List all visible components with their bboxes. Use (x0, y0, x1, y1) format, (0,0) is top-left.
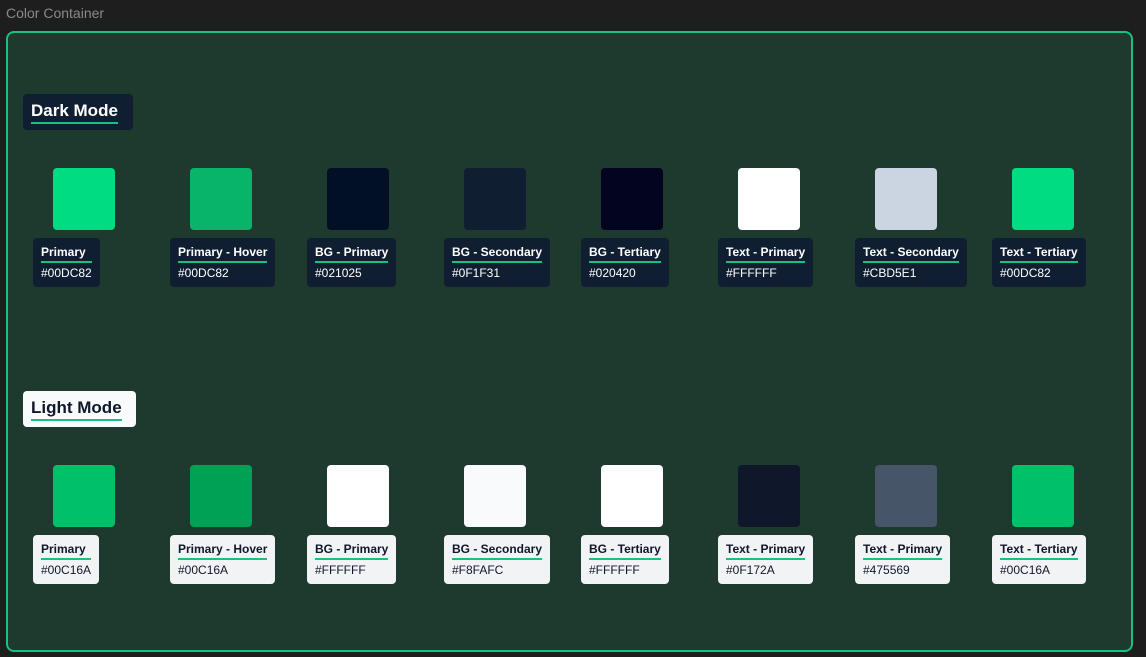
color-item-text-secondary: Text - Primary #475569 (855, 465, 965, 584)
color-swatch[interactable] (738, 465, 800, 527)
color-label-card: Text - Primary #FFFFFF (718, 238, 814, 287)
color-item-bg-tertiary: BG - Tertiary #020420 (581, 168, 691, 287)
color-item-text-tertiary: Text - Tertiary #00DC82 (992, 168, 1102, 287)
color-item-bg-tertiary: BG - Tertiary #FFFFFF (581, 465, 691, 584)
color-name: Text - Primary (726, 245, 806, 263)
color-swatch[interactable] (1012, 168, 1074, 230)
dark-mode-title: Dark Mode (23, 94, 133, 130)
color-swatch[interactable] (327, 465, 389, 527)
color-hex: #FFFFFF (726, 266, 777, 280)
color-hex: #FFFFFF (315, 563, 366, 577)
color-hex: #00C16A (41, 563, 92, 577)
color-name: Text - Tertiary (1000, 245, 1078, 263)
color-item-primary: Primary #00DC82 (33, 168, 143, 287)
color-label-card: BG - Tertiary #FFFFFF (581, 535, 669, 584)
color-swatch[interactable] (738, 168, 800, 230)
color-item-bg-primary: BG - Primary #FFFFFF (307, 465, 417, 584)
color-item-primary-hover: Primary - Hover #00DC82 (170, 168, 280, 287)
color-item-bg-secondary: BG - Secondary #0F1F31 (444, 168, 554, 287)
color-hex: #00DC82 (178, 266, 229, 280)
color-hex: #0F1F31 (452, 266, 501, 280)
color-hex: #00DC82 (1000, 266, 1051, 280)
color-name: BG - Primary (315, 245, 389, 263)
color-name: BG - Tertiary (589, 245, 661, 263)
color-name: BG - Tertiary (589, 542, 661, 560)
color-name: BG - Secondary (452, 245, 543, 263)
color-name: Primary (41, 542, 92, 560)
color-swatch[interactable] (190, 168, 252, 230)
frame-label: Color Container (6, 5, 105, 21)
color-label-card: BG - Tertiary #020420 (581, 238, 669, 287)
color-swatch[interactable] (53, 168, 115, 230)
color-label-card: BG - Primary #FFFFFF (307, 535, 397, 584)
color-item-text-primary: Text - Primary #0F172A (718, 465, 828, 584)
color-label-card: Primary - Hover #00DC82 (170, 238, 276, 287)
color-hex: #00DC82 (41, 266, 92, 280)
color-swatch[interactable] (1012, 465, 1074, 527)
color-label-card: BG - Secondary #F8FAFC (444, 535, 551, 584)
color-hex: #CBD5E1 (863, 266, 917, 280)
color-item-text-secondary: Text - Secondary #CBD5E1 (855, 168, 967, 287)
color-hex: #F8FAFC (452, 563, 504, 577)
color-label-card: Primary #00DC82 (33, 238, 100, 287)
color-label-card: BG - Secondary #0F1F31 (444, 238, 551, 287)
color-item-bg-secondary: BG - Secondary #F8FAFC (444, 465, 554, 584)
color-label-card: BG - Primary #021025 (307, 238, 397, 287)
color-swatch[interactable] (464, 465, 526, 527)
light-mode-title: Light Mode (23, 391, 136, 427)
color-label-card: Text - Primary #475569 (855, 535, 951, 584)
color-hex: #0F172A (726, 563, 775, 577)
color-label-card: Primary #00C16A (33, 535, 100, 584)
color-swatch[interactable] (464, 168, 526, 230)
color-swatch[interactable] (601, 168, 663, 230)
color-hex: #021025 (315, 266, 362, 280)
color-name: BG - Primary (315, 542, 389, 560)
color-swatch[interactable] (190, 465, 252, 527)
color-name: Text - Primary (726, 542, 806, 560)
color-item-text-primary: Text - Primary #FFFFFF (718, 168, 828, 287)
color-name: Text - Primary (863, 542, 943, 560)
color-label-card: Text - Tertiary #00C16A (992, 535, 1086, 584)
color-container: Dark Mode Primary #00DC82 Primary - Hove… (6, 31, 1133, 652)
color-swatch[interactable] (875, 465, 937, 527)
color-name: Primary - Hover (178, 542, 268, 560)
color-label-card: Primary - Hover #00C16A (170, 535, 276, 584)
color-hex: #FFFFFF (589, 563, 640, 577)
color-name: Text - Tertiary (1000, 542, 1078, 560)
color-label-card: Text - Tertiary #00DC82 (992, 238, 1086, 287)
color-hex: #020420 (589, 266, 636, 280)
color-hex: #00C16A (1000, 563, 1051, 577)
color-name: Text - Secondary (863, 245, 959, 263)
color-label-card: Text - Secondary #CBD5E1 (855, 238, 967, 287)
color-item-primary: Primary #00C16A (33, 465, 143, 584)
color-item-bg-primary: BG - Primary #021025 (307, 168, 417, 287)
color-hex: #00C16A (178, 563, 229, 577)
color-name: Primary (41, 245, 92, 263)
color-label-card: Text - Primary #0F172A (718, 535, 814, 584)
dark-mode-title-text: Dark Mode (31, 101, 118, 124)
color-item-text-tertiary: Text - Tertiary #00C16A (992, 465, 1102, 584)
color-name: BG - Secondary (452, 542, 543, 560)
color-swatch[interactable] (327, 168, 389, 230)
color-swatch[interactable] (601, 465, 663, 527)
color-swatch[interactable] (875, 168, 937, 230)
color-name: Primary - Hover (178, 245, 268, 263)
color-hex: #475569 (863, 563, 910, 577)
light-mode-title-text: Light Mode (31, 398, 122, 421)
color-item-primary-hover: Primary - Hover #00C16A (170, 465, 280, 584)
color-swatch[interactable] (53, 465, 115, 527)
